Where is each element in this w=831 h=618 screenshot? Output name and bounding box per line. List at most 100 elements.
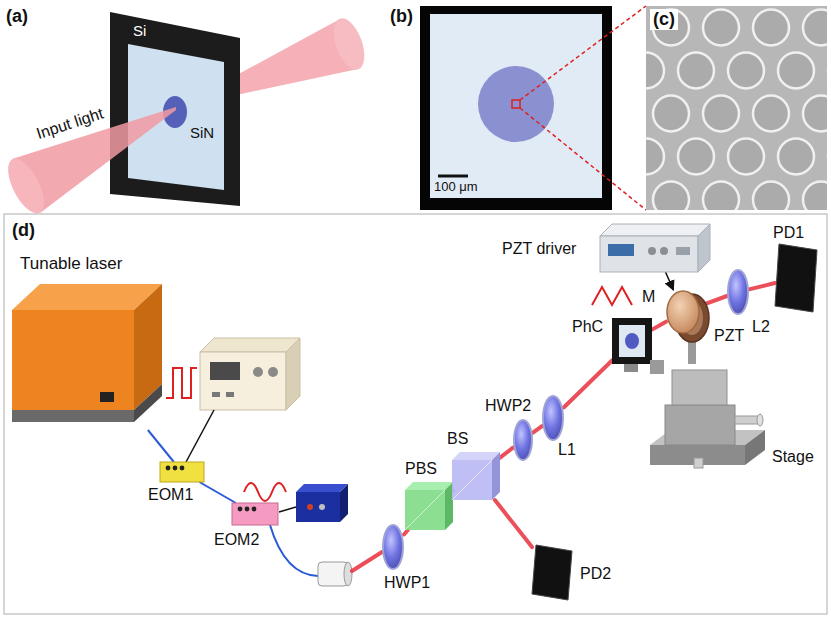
- component-label: PZT driver: [502, 240, 576, 258]
- zoom-lines: [520, 6, 646, 210]
- photodetector: PD2: [532, 545, 572, 600]
- fiber: [199, 482, 236, 503]
- beam-splitter-cube-shape: [452, 452, 500, 500]
- component-shape: [160, 462, 204, 482]
- micrograph: [512, 100, 520, 108]
- rf-source: [307, 504, 313, 510]
- part-label: SiN: [190, 124, 214, 141]
- sample-sketch: [1, 12, 371, 219]
- beam-splitter-cube: BS: [452, 452, 500, 500]
- component-shape: [12, 310, 134, 410]
- mirror-shape: [666, 290, 700, 334]
- panel-letter: (d): [12, 220, 35, 241]
- laser-source-shape: [12, 284, 162, 422]
- beam-splitter-cube-shape: [405, 482, 453, 530]
- panel-letter: (c): [650, 9, 678, 30]
- component-shape: [543, 396, 563, 440]
- component-shape: [452, 460, 492, 500]
- component-shape: [452, 452, 500, 460]
- modulator-box-shape: [232, 503, 278, 525]
- photonic-crystal-sample-shape: [612, 318, 652, 364]
- component-shape: [728, 270, 748, 314]
- component-shape: [625, 333, 639, 349]
- component-shape: [600, 224, 710, 236]
- piezo-driver: PZT driver: [600, 224, 710, 272]
- component-shape: [650, 360, 664, 374]
- component-label: EOM1: [148, 486, 193, 504]
- waveplate-shape: [382, 524, 404, 570]
- component-shape: [492, 452, 500, 500]
- component-shape: [665, 405, 735, 445]
- lens-shape: [542, 395, 564, 441]
- photodetector-shape: [532, 545, 572, 600]
- component-shape: [100, 392, 114, 402]
- waveplate: HWP1: [382, 524, 404, 570]
- square-wave: [166, 368, 197, 398]
- function-generator: [200, 352, 286, 410]
- component-label: L1: [558, 441, 576, 459]
- fiber-collimator: [344, 562, 352, 586]
- photodetector: PD1: [775, 244, 817, 312]
- component-shape: [648, 247, 656, 255]
- mount-post: [688, 340, 696, 364]
- laser-beam: [652, 322, 666, 330]
- function-generator: [200, 338, 300, 352]
- triangle-wave: [592, 287, 632, 305]
- lens-shape: [727, 269, 749, 315]
- component-label: Stage: [772, 448, 814, 466]
- laser-source: Tunable laser: [12, 280, 162, 430]
- panel-frame: [4, 214, 827, 614]
- mirror-shape: [667, 291, 699, 333]
- component-label: M: [642, 288, 655, 306]
- component-label: PD2: [580, 565, 611, 583]
- component-label: PZT: [714, 327, 744, 345]
- photonic-crystal-sample-shape: [612, 318, 652, 364]
- component-shape: [735, 416, 759, 424]
- lens: L1: [542, 395, 564, 441]
- component-label: PD1: [773, 224, 804, 242]
- modulator-box: EOM1: [160, 462, 204, 482]
- sine-wave: [244, 483, 286, 501]
- laser-beam: [495, 500, 532, 547]
- signal-wire: [279, 507, 296, 512]
- component-label: PhC: [572, 318, 603, 336]
- panel-letter: (b): [390, 6, 413, 27]
- zoom-lines: [520, 108, 646, 210]
- modulator-box-shape: [160, 462, 204, 482]
- component-shape: [514, 420, 532, 460]
- piezo-driver-shape: [600, 224, 710, 272]
- function-generator: [212, 392, 220, 397]
- signal-arrow: [666, 272, 674, 290]
- modulator-box: EOM2: [232, 503, 278, 525]
- translation-stage-shape: [650, 360, 765, 468]
- micrograph: [438, 175, 468, 178]
- component-shape: [383, 525, 403, 569]
- waveplate-shape: [514, 420, 532, 460]
- connector-layer: [148, 272, 775, 547]
- component-shape: [676, 247, 690, 255]
- lens-shape: [728, 270, 748, 314]
- part-label: Si: [133, 22, 146, 39]
- component-label: Tunable laser: [20, 254, 122, 274]
- component-shape: [173, 466, 178, 471]
- component-shape: [405, 490, 445, 530]
- function-generator: [286, 338, 300, 410]
- function-generator: [268, 367, 278, 377]
- translation-stage-shape: [650, 360, 765, 470]
- function-generator: [200, 338, 300, 410]
- laser-beam: [749, 283, 775, 289]
- sample-sketch: [1, 153, 51, 218]
- component-label: HWP1: [384, 574, 430, 592]
- component-shape: [532, 545, 572, 600]
- component-shape: [612, 318, 652, 364]
- sample-sketch: [128, 44, 224, 190]
- component-shape: [180, 466, 185, 471]
- laser-beam: [352, 552, 382, 571]
- component-shape: [775, 244, 817, 312]
- component-shape: [672, 370, 727, 405]
- photonic-crystal-sample: PhC: [612, 318, 652, 364]
- fiber-collimator: [318, 562, 352, 586]
- beam-splitter-cube-shape: [452, 452, 500, 500]
- component-shape: [405, 490, 445, 530]
- translation-stage: Stage: [650, 360, 765, 470]
